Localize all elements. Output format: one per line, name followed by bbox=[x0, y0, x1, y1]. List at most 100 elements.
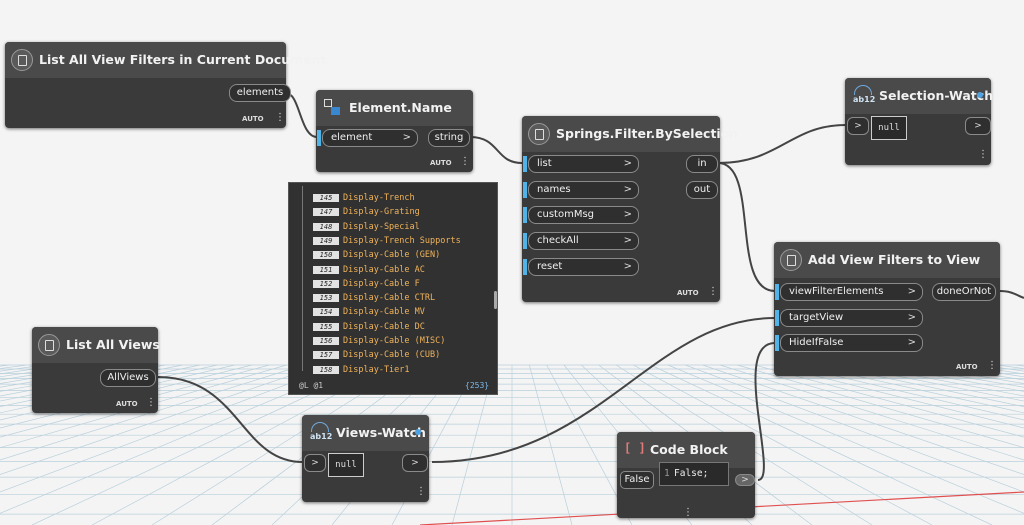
node-add-view-filters[interactable]: Add View Filters to View viewFilterEleme… bbox=[774, 242, 1000, 376]
input-port-custommsg[interactable]: customMsg> bbox=[523, 206, 639, 224]
list-item-value: Display-Cable AC bbox=[343, 264, 425, 275]
node-menu-icon[interactable]: ⋮ bbox=[460, 156, 470, 167]
input-port-list[interactable]: list> bbox=[523, 155, 639, 173]
input-port-viewfilterelements[interactable]: viewFilterElements> bbox=[775, 283, 923, 301]
chevron-right-icon: > bbox=[623, 158, 632, 169]
node-menu-icon[interactable]: ⋮ bbox=[683, 507, 693, 518]
output-port[interactable]: > bbox=[965, 117, 991, 135]
list-item: 157 Display-Cable (CUB) bbox=[313, 350, 440, 360]
auto-label: AUTO bbox=[677, 289, 699, 297]
list-item: 158 Display-Tier1 bbox=[313, 365, 410, 375]
node-title: List All View Filters in Current Documen… bbox=[39, 52, 327, 67]
list-levels: @L @1 bbox=[299, 381, 324, 390]
input-port-names[interactable]: names> bbox=[523, 181, 639, 199]
list-item-index: 149 bbox=[313, 236, 339, 245]
input-port-element[interactable]: element> bbox=[317, 129, 418, 147]
watch-value: null bbox=[328, 453, 364, 477]
chevron-right-icon: > bbox=[623, 209, 632, 220]
list-item-value: Display-Trench Supports bbox=[343, 235, 461, 246]
node-title: Selection-Watch bbox=[879, 88, 994, 103]
wire-allviews-to-views-watch bbox=[157, 376, 304, 463]
wire-codeblock-to-hideiffalse bbox=[754, 342, 776, 481]
output-port[interactable]: > bbox=[735, 474, 755, 486]
list-item-index: 151 bbox=[313, 265, 339, 274]
list-item-index: 157 bbox=[313, 351, 339, 360]
code-editor[interactable]: 1 False; bbox=[659, 462, 729, 486]
wire-views-watch-to-targetview bbox=[431, 317, 776, 463]
code-block-icon: [ ] bbox=[624, 441, 646, 455]
node-title: Add View Filters to View bbox=[808, 252, 981, 267]
output-port-in[interactable]: in bbox=[686, 155, 718, 173]
list-item-index: 158 bbox=[313, 365, 339, 374]
element-icon bbox=[324, 99, 340, 117]
list-item-value: Display-Tier1 bbox=[343, 364, 410, 375]
list-count: {253} bbox=[465, 381, 490, 390]
node-selection-watch[interactable]: ab12 Selection-Watch > null > ⋮ bbox=[845, 78, 994, 165]
node-element-name[interactable]: Element.Name element> string AUTO ⋮ bbox=[316, 90, 473, 172]
input-port-targetview[interactable]: targetView> bbox=[775, 309, 923, 327]
node-icon bbox=[780, 249, 802, 271]
node-code-block[interactable]: [ ] Code Block False 1 False; > ⋮ bbox=[617, 432, 755, 518]
output-port-elements[interactable]: elements bbox=[229, 84, 291, 102]
list-item: 150 Display-Cable (GEN) bbox=[313, 250, 440, 260]
chevron-right-icon: > bbox=[907, 286, 916, 297]
list-item-value: Display-Cable F bbox=[343, 278, 420, 289]
auto-label: AUTO bbox=[242, 115, 264, 123]
input-port[interactable]: > bbox=[847, 117, 869, 135]
output-port-doneornot[interactable]: doneOrNot bbox=[932, 283, 996, 301]
output-port-allviews[interactable]: AllViews bbox=[100, 369, 156, 387]
node-views-watch[interactable]: ab12 Views-Watch > null > ⋮ bbox=[302, 415, 429, 502]
node-list-view-filters[interactable]: List All View Filters in Current Documen… bbox=[5, 42, 327, 128]
auto-label: AUTO bbox=[956, 363, 978, 371]
input-port-checkall[interactable]: checkAll> bbox=[523, 232, 639, 250]
code-text: False; bbox=[674, 468, 709, 479]
output-port-out[interactable]: out bbox=[686, 181, 718, 199]
list-item-value: Display-Cable (CUB) bbox=[343, 350, 441, 361]
output-port-string[interactable]: string bbox=[428, 129, 470, 147]
auto-label: AUTO bbox=[116, 400, 138, 408]
list-item-index: 150 bbox=[313, 251, 339, 260]
node-menu-icon[interactable]: ⋮ bbox=[146, 397, 156, 408]
node-menu-icon[interactable]: ⋮ bbox=[275, 112, 285, 123]
input-port[interactable]: > bbox=[304, 454, 326, 472]
node-title: List All Views bbox=[66, 337, 160, 352]
status-dot bbox=[977, 92, 983, 98]
node-icon bbox=[38, 334, 60, 356]
list-item-index: 155 bbox=[313, 322, 339, 331]
list-item-index: 153 bbox=[313, 294, 339, 303]
list-item-value: Display-Cable (GEN) bbox=[343, 250, 441, 261]
wire-elements-to-element bbox=[285, 92, 318, 138]
list-item: 149 Display-Trench Supports bbox=[313, 236, 461, 246]
chevron-right-icon: > bbox=[623, 235, 632, 246]
list-item-index: 145 bbox=[313, 194, 339, 202]
line-number: 1 bbox=[664, 468, 670, 479]
input-port-reset[interactable]: reset> bbox=[523, 258, 639, 276]
list-scrollbar[interactable] bbox=[494, 291, 497, 309]
status-dot bbox=[415, 429, 421, 435]
watch-icon: ab12 bbox=[852, 84, 875, 108]
node-menu-icon[interactable]: ⋮ bbox=[987, 360, 997, 371]
node-list-all-views[interactable]: List All Views AllViews AUTO ⋮ bbox=[32, 327, 160, 413]
wire-in-to-viewfilterelements bbox=[717, 162, 776, 292]
node-menu-icon[interactable]: ⋮ bbox=[978, 149, 988, 160]
list-item-value: Display-Cable DC bbox=[343, 321, 425, 332]
node-menu-icon[interactable]: ⋮ bbox=[416, 486, 426, 497]
chevron-right-icon: > bbox=[907, 337, 916, 348]
node-icon bbox=[11, 49, 33, 71]
node-title: Views-Watch bbox=[336, 425, 426, 440]
input-port-hideiffalse[interactable]: HideIfFalse> bbox=[775, 334, 923, 352]
output-port[interactable]: > bbox=[402, 454, 428, 472]
wire-in-to-selection-watch bbox=[717, 124, 847, 164]
node-springs-filter[interactable]: Springs.Filter.BySelection list> names> … bbox=[522, 116, 738, 302]
list-item-value: Display-Trench bbox=[343, 193, 415, 203]
node-menu-icon[interactable]: ⋮ bbox=[708, 286, 718, 297]
node-title: Code Block bbox=[650, 442, 728, 457]
